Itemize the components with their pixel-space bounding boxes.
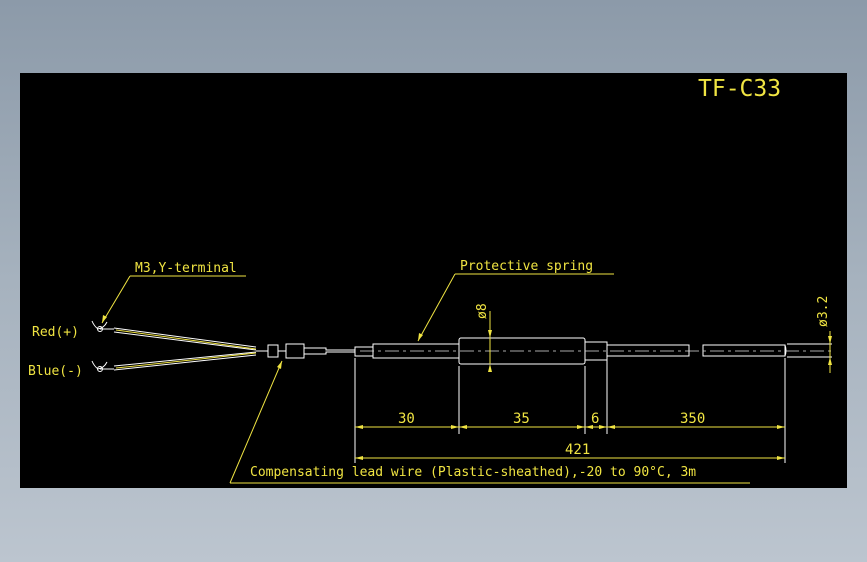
y-terminal-red bbox=[91, 320, 114, 332]
probe-stem bbox=[606, 344, 787, 357]
leader-lead-wire bbox=[229, 360, 750, 484]
label-y-terminal: M3,Y-terminal bbox=[135, 261, 237, 276]
model-title: TF-C33 bbox=[698, 76, 781, 102]
extension-lines bbox=[354, 343, 832, 463]
label-protective-spring: Protective spring bbox=[460, 259, 593, 274]
dim-dia-probe: ø3.2 bbox=[816, 296, 831, 327]
label-red: Red(+) bbox=[32, 325, 79, 340]
sheathed-cable bbox=[304, 346, 374, 357]
dimension-lines bbox=[355, 311, 832, 460]
dim-6: 6 bbox=[591, 411, 599, 427]
probe-body bbox=[458, 337, 608, 365]
y-terminal-blue bbox=[91, 360, 114, 372]
cad-drawing: TF-C33 bbox=[20, 73, 847, 488]
dim-350: 350 bbox=[680, 411, 705, 427]
dim-total: 421 bbox=[565, 442, 590, 458]
leader-y-terminal bbox=[101, 275, 246, 324]
cad-canvas: TF-C33 bbox=[28, 76, 835, 484]
dim-30: 30 bbox=[398, 411, 415, 427]
label-lead-wire: Compensating lead wire (Plastic-sheathed… bbox=[250, 465, 696, 480]
dim-dia-body: ø8 bbox=[475, 303, 490, 319]
lead-wires bbox=[113, 327, 257, 371]
dim-35: 35 bbox=[513, 411, 530, 427]
cable-connector bbox=[256, 343, 305, 359]
leader-protective-spring bbox=[417, 273, 614, 342]
label-blue: Blue(-) bbox=[28, 364, 83, 379]
